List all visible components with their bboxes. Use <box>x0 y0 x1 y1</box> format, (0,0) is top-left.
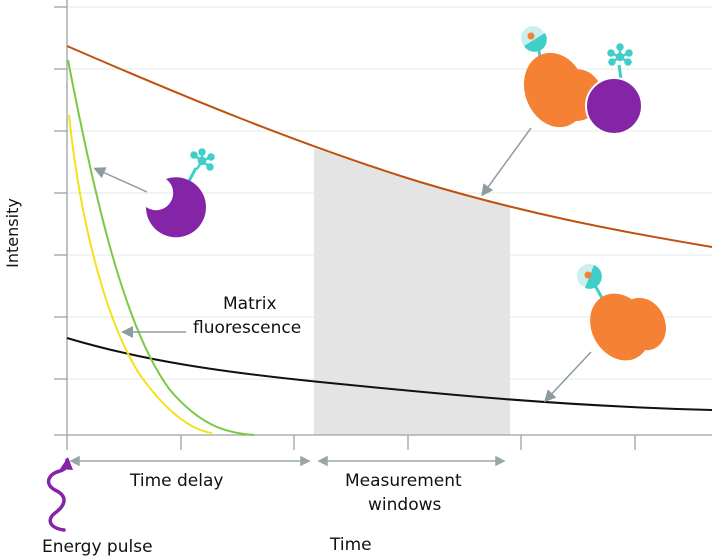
free-donor-icon <box>577 264 666 361</box>
measurement-window-shade <box>314 148 510 435</box>
matrix-label-line2: fluorescence <box>193 318 302 338</box>
yellow-decay-curve <box>68 114 213 434</box>
fret-complex-icon <box>521 26 643 135</box>
time-delay-label: Time delay <box>130 471 224 491</box>
orange-decay-curve <box>66 45 712 248</box>
measurement-label-line1: Measurement <box>345 471 462 491</box>
free-acceptor-icon <box>145 148 215 238</box>
x-axis-label: Time <box>330 535 372 555</box>
energy-pulse-icon <box>46 457 73 532</box>
green-decay-curve <box>67 59 255 436</box>
x-axis <box>54 434 712 450</box>
matrix-label-line1: Matrix <box>223 294 277 314</box>
measurement-label-line2: windows <box>368 495 442 515</box>
black-decay-curve <box>66 337 712 411</box>
range-arrows <box>69 455 506 467</box>
energy-pulse-label: Energy pulse <box>42 537 153 557</box>
annotation-arrows <box>93 127 592 403</box>
y-axis <box>54 0 68 450</box>
y-axis-label: Intensity <box>3 198 22 268</box>
